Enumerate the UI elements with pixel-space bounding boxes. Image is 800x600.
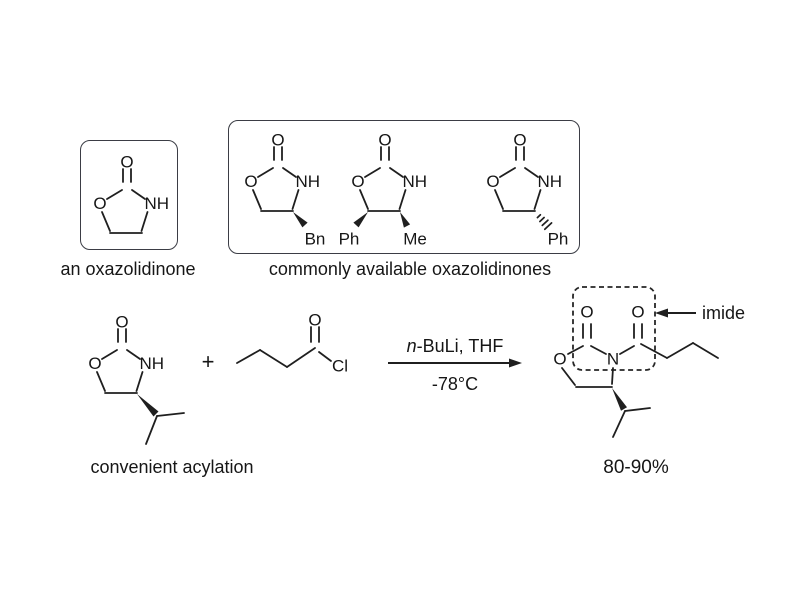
- carbonyl-group: O: [378, 131, 392, 161]
- stereo-wedge-bond: [293, 212, 308, 228]
- ring-oxygen-label: O: [244, 172, 257, 191]
- oxazolidinone-structure: O O NH: [93, 153, 170, 234]
- acyl-carbonyl-group: O: [631, 303, 645, 339]
- reagent-text: n-BuLi, THF: [388, 336, 522, 356]
- butyryl-chloride-structure: O Cl: [236, 311, 348, 376]
- alkyl-chain-bonds: [236, 347, 316, 368]
- isopropyl-group: [612, 407, 651, 438]
- ring-carbonyl-group: O: [580, 303, 594, 339]
- methyl-label: Me: [403, 230, 427, 249]
- ring-oxygen-label: O: [351, 172, 364, 191]
- carbonyl-oxygen-label: O: [513, 131, 526, 150]
- c-cl-bond: [318, 351, 332, 362]
- phenyl-label: Ph: [548, 230, 569, 249]
- carbonyl-oxygen-label: O: [378, 131, 391, 150]
- ring-oxygen-label: O: [88, 354, 101, 373]
- ring-oxygen-label: O: [486, 172, 499, 191]
- carbonyl-group: O: [271, 131, 285, 161]
- imide-pointer-arrow: [655, 308, 696, 318]
- chlorine-label: Cl: [332, 357, 348, 376]
- carbonyl-oxygen-label: O: [271, 131, 284, 150]
- phenyl-oxazolidinone-structure: O O NH Ph: [486, 131, 569, 249]
- reagent-italic-n: n: [406, 336, 417, 356]
- acylated-product-structure: O O O N: [553, 286, 745, 438]
- group-box-caption: commonly available oxazolidinones: [268, 259, 552, 279]
- ring-bonds: [494, 167, 542, 212]
- benzyl-oxazolidinone-structure: O O NH Bn: [244, 131, 326, 249]
- nh-label: NH: [296, 172, 321, 191]
- stereo-wedge-bond-methyl: [400, 212, 411, 228]
- single-box-caption: an oxazolidinone: [60, 259, 196, 279]
- nh-label: NH: [145, 194, 170, 213]
- reagent-rest: -BuLi, THF: [416, 336, 504, 356]
- stereo-wedge-bond: [612, 388, 627, 411]
- reaction-arrow: [388, 358, 522, 368]
- acyl-chain-bonds: [640, 342, 719, 359]
- ring-bonds: [101, 189, 149, 234]
- carbonyl-group: O: [308, 311, 322, 343]
- reaction-conditions: n-BuLi, THF -78°C: [388, 336, 522, 394]
- phenyl-label: Ph: [339, 230, 360, 249]
- carbonyl-oxygen-label: O: [631, 303, 644, 322]
- ring-bonds: [359, 167, 407, 212]
- phenyl-methyl-oxazolidinone-structure: O O NH Ph Me: [339, 131, 428, 249]
- isopropyl-group: [145, 412, 185, 445]
- temperature-text: -78°C: [431, 374, 479, 394]
- benzyl-label: Bn: [305, 230, 326, 249]
- group-oxazolidinones-box: O O NH Bn O: [228, 120, 580, 254]
- single-oxazolidinone-box: O O NH: [80, 140, 178, 250]
- carbonyl-oxygen-label: O: [580, 303, 593, 322]
- ring-bonds: [96, 349, 144, 394]
- nh-label: NH: [140, 354, 165, 373]
- plus-sign: +: [201, 349, 215, 374]
- stereo-hash-bond: [536, 213, 553, 231]
- stereo-wedge-bond-phenyl: [353, 212, 368, 228]
- nh-label: NH: [403, 172, 428, 191]
- carbonyl-group: O: [115, 313, 129, 343]
- nh-label: NH: [538, 172, 563, 191]
- ring-oxygen-label: O: [553, 350, 566, 369]
- carbonyl-oxygen-label: O: [115, 313, 128, 332]
- acylation-caption: convenient acylation: [90, 457, 254, 477]
- carbonyl-group: O: [120, 153, 134, 183]
- ring-bonds: [252, 167, 300, 212]
- yield-label: 80-90%: [603, 457, 669, 478]
- carbonyl-oxygen-label: O: [120, 153, 133, 172]
- isopropyl-oxazolidinone-structure: O O NH: [88, 313, 185, 445]
- carbonyl-group: O: [513, 131, 527, 161]
- n-acyl-bond: [619, 345, 635, 355]
- imide-highlight-frame: [572, 286, 656, 371]
- stereo-wedge-bond: [137, 394, 159, 417]
- imide-label: imide: [702, 303, 745, 323]
- carbonyl-oxygen-label: O: [308, 311, 321, 330]
- ring-bonds: [561, 345, 614, 388]
- ring-oxygen-label: O: [93, 194, 106, 213]
- nitrogen-label: N: [607, 350, 619, 369]
